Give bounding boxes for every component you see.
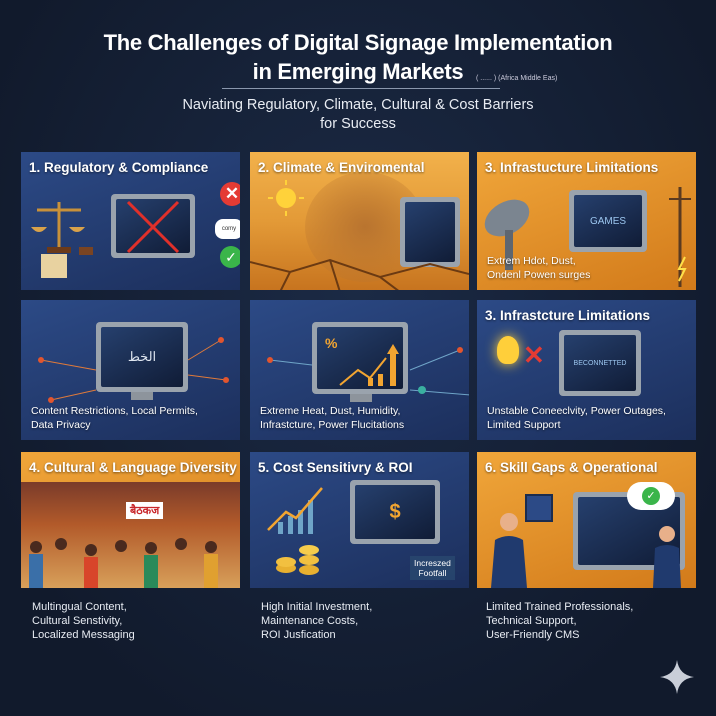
screen-text: GAMES (574, 195, 642, 247)
growth-chart-icon (339, 344, 399, 386)
card-content-restrictions: ﺍﻟﺨﻂ Content Restrictions, Local Permits… (21, 300, 240, 440)
signage-monitor: ﺍﻟﺨﻂ (96, 322, 188, 392)
subtitle: Naviating Regulatory, Climate, Cultural … (0, 96, 716, 134)
card-title: 1. Regulatory & Compliance (29, 160, 209, 175)
roi-chart-icon (267, 487, 323, 534)
sun-icon (268, 180, 304, 216)
card-regulatory: 1. Regulatory & Compliance ✕ comy ✓ (21, 152, 240, 290)
coins-icon (276, 545, 319, 575)
card-extreme-conditions: % Extreme Heat, Dust, Humidity, Infrastct… (250, 300, 469, 440)
card-title: 5. Cost Sensitivry & ROI (258, 460, 413, 475)
caption-line: Content Restrictions, Local Permits, (31, 405, 198, 417)
scales-gavel-icon (31, 202, 93, 278)
card-infrastructure: 3. Infrastucture Limitations GAMES Extre… (477, 152, 696, 290)
caption-line: Cultural Senstivity, (32, 615, 123, 627)
cloud-check-icon: ✓ (627, 482, 675, 510)
caption-cultural: Multingual Content, Cultural Senstivity, L… (32, 600, 135, 642)
card-title: 2. Climate & Enviromental (258, 160, 425, 175)
signage-monitor: GAMES (569, 190, 647, 252)
caption-line: Extreme Heat, Dust, Humidity, (260, 405, 401, 417)
divider (222, 88, 500, 89)
card-climate: 2. Climate & Enviromental (250, 152, 469, 290)
signage-monitor: BECONNETTED (559, 330, 641, 396)
caption-line: Ondenl Powen surges (487, 269, 591, 281)
caption-line: User-Friendly CMS (486, 629, 580, 641)
tag-line: Footfall (418, 568, 447, 578)
monitor-stand (350, 394, 372, 402)
card-caption: Unstable Coneeclvity, Power Outages, Limi… (487, 404, 666, 432)
caption-line: Infrastcture, Power Flucitations (260, 419, 405, 431)
network-lines (267, 347, 469, 396)
caption-line: ROI Jusfication (261, 629, 336, 641)
card-title: 6. Skill Gaps & Operational (485, 460, 658, 475)
title-line-1: The Challenges of Digital Signage Implem… (103, 30, 613, 55)
caption-line: Maintenance Costs, (261, 615, 359, 627)
card-caption: Content Restrictions, Local Permits, Data… (31, 404, 198, 432)
caption-line: Technical Support, (486, 615, 577, 627)
percent-icon: % (317, 327, 403, 389)
card-cultural: 4. Cultural & Language Diversity बैठकज (21, 452, 240, 588)
dollar-icon: $ (355, 485, 435, 539)
chip-icon (525, 494, 553, 522)
cross-out-icon (126, 200, 180, 254)
caption-line: Unstable Coneeclvity, Power Outages, (487, 405, 666, 417)
title-note: ( ...... ) (Africa Middle Eas) (476, 75, 558, 82)
caption-line: Localized Messaging (32, 629, 135, 641)
approve-icon: ✓ (220, 246, 240, 268)
caption-line: Multingual Content, (32, 601, 127, 613)
satellite-dish-icon (484, 199, 530, 270)
signage-monitor (400, 197, 460, 267)
card-caption: Extreme Heat, Dust, Humidity, Infrastctur… (260, 404, 404, 432)
lightbulb-icon (497, 336, 519, 364)
cracked-ground (250, 258, 469, 290)
card-connectivity: 3. Infrastcture Limitations ✕ BECONNETTE… (477, 300, 696, 440)
caption-line: High Initial Investment, (261, 601, 373, 613)
signage-monitor: $ (350, 480, 440, 544)
network-lines (38, 337, 229, 403)
caption-line: Limited Support (487, 419, 561, 431)
subtitle-line-1: Naviating Regulatory, Climate, Cultural … (182, 97, 534, 113)
market-scene (21, 482, 240, 588)
caption-line: Limited Trained Professionals, (486, 601, 634, 613)
people-figures (491, 513, 681, 588)
monitor-stand (131, 392, 153, 400)
subtitle-line-2: for Success (320, 116, 396, 132)
card-title: 3. Infrastucture Limitations (485, 160, 659, 175)
page-title: The Challenges of Digital Signage Implem… (0, 28, 716, 86)
crowd (29, 538, 218, 588)
caption-line: Data Privacy (31, 419, 91, 431)
card-title: 4. Cultural & Language Diversity (29, 460, 237, 475)
title-line-2: in Emerging Markets (252, 59, 464, 84)
caption-cost: High Initial Investment, Maintenance Cost… (261, 600, 372, 642)
card-skill-gaps: 6. Skill Gaps & Operational ✓ (477, 452, 696, 588)
disconnect-x-icon: ✕ (523, 340, 545, 370)
logo-badge: comy (215, 219, 240, 239)
screen-text: BECONNETTED (564, 335, 636, 391)
tag-line: Increszed (414, 558, 451, 568)
caption-line: Extrem Hdot, Dust, (487, 255, 576, 267)
card-caption: Extrem Hdot, Dust, Ondenl Powen surges (487, 254, 590, 282)
sparkle-icon (660, 660, 694, 694)
power-pole-icon (669, 187, 691, 287)
market-sign: बैठकज (126, 502, 164, 519)
reject-icon: ✕ (220, 182, 240, 206)
card-title: 3. Infrastcture Limitations (485, 308, 651, 323)
caption-skills: Limited Trained Professionals, Technical … (486, 600, 633, 642)
